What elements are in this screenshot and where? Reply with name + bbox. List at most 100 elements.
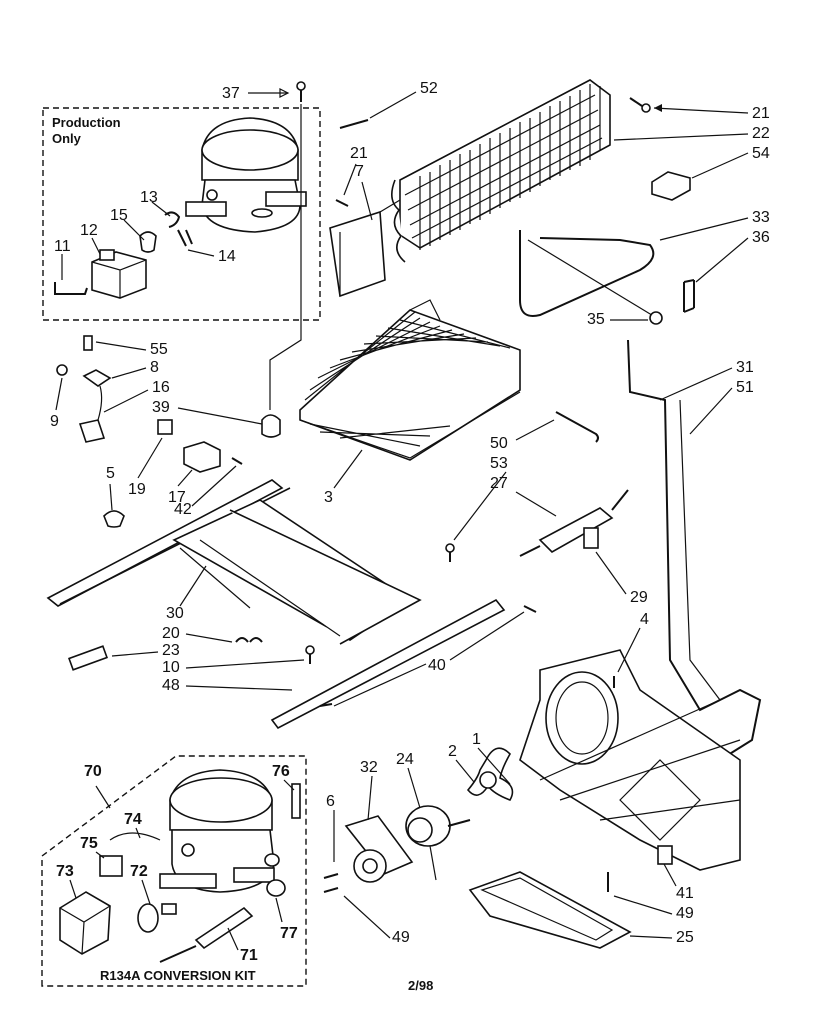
- callout-75: 75: [80, 835, 98, 852]
- callout-53: 53: [490, 455, 508, 472]
- condenser-bracket-7: [329, 199, 401, 298]
- part-15-grommet: [139, 231, 157, 253]
- callout-20: 20: [162, 625, 180, 642]
- callout-8: 8: [150, 359, 159, 376]
- part-21-screw-top: [629, 97, 651, 113]
- part-16-thermostat: [78, 385, 106, 443]
- callout-25: 25: [676, 929, 694, 946]
- part-8-bracket: [82, 369, 112, 387]
- frame-rails: [46, 479, 506, 730]
- part-35-grommet: [649, 311, 663, 325]
- production-only-box: Production Only: [42, 107, 321, 321]
- callout-19: 19: [128, 481, 146, 498]
- callout-5: 5: [106, 465, 115, 482]
- part-24-fan-motor: [405, 805, 471, 881]
- part-52-screw: [339, 119, 369, 129]
- callout-73: 73: [56, 863, 74, 880]
- part-73-cover: [59, 891, 111, 955]
- callout-1: 1: [472, 731, 481, 748]
- callout-29: 29: [630, 589, 648, 606]
- part-27-drier: [519, 489, 629, 557]
- callout-42: 42: [174, 501, 192, 518]
- callout-16: 16: [152, 379, 170, 396]
- callout-51: 51: [736, 379, 754, 396]
- callout-10: 10: [162, 659, 180, 676]
- part-36-clip: [683, 279, 695, 313]
- part-31-tube: [627, 339, 762, 761]
- part-21-screw-left: [335, 199, 349, 207]
- part-53-screw: [445, 543, 455, 562]
- callout-74: 74: [124, 811, 142, 828]
- production-title-line2: Only: [52, 131, 82, 146]
- part-76-tube: [291, 783, 301, 819]
- callout-31: 31: [736, 359, 754, 376]
- callout-32: 32: [360, 759, 378, 776]
- callout-37: 37: [222, 85, 240, 102]
- callout-22: 22: [752, 125, 770, 142]
- callout-21a: 21: [752, 105, 770, 122]
- drier-loop-33: [519, 230, 663, 325]
- part-5-clip: [103, 510, 125, 528]
- callout-40: 40: [428, 657, 446, 674]
- part-13-clip: [164, 211, 193, 247]
- part-49-screws-left: [323, 873, 339, 893]
- callout-11: 11: [54, 238, 71, 255]
- callout-54: 54: [752, 145, 770, 162]
- evaporator-coil: [299, 299, 521, 461]
- callout-4: 4: [640, 611, 649, 628]
- part-19-plug: [157, 419, 173, 435]
- callout-50: 50: [490, 435, 508, 452]
- part-12-relay: [91, 249, 147, 299]
- part-72-clip: [137, 903, 177, 933]
- part-55-screw: [83, 335, 93, 351]
- part-6-grommet: [353, 849, 387, 883]
- callout-13: 13: [140, 189, 158, 206]
- callout-70: 70: [84, 763, 102, 780]
- callout-17: 17: [168, 489, 186, 506]
- part-11-bracket: [54, 282, 88, 295]
- callout-71: 71: [240, 947, 258, 964]
- part-9-cap: [56, 364, 68, 376]
- callout-27: 27: [490, 475, 508, 492]
- part-17-relay: [183, 441, 221, 473]
- callout-24: 24: [396, 751, 414, 768]
- part-10-screw: [305, 645, 315, 664]
- condenser-coil: [391, 79, 611, 263]
- callout-52: 52: [420, 80, 438, 97]
- part-40-screws: [319, 605, 537, 707]
- callout-49b: 49: [676, 905, 694, 922]
- part-41-clip: [657, 845, 673, 865]
- callout-41: 41: [676, 885, 694, 902]
- part-37-screw: [296, 81, 306, 102]
- part-77-grommets: [264, 853, 286, 897]
- callout-72: 72: [130, 863, 148, 880]
- part-25-drain-pan: [468, 871, 632, 949]
- callout-23: 23: [162, 642, 180, 659]
- callout-12: 12: [80, 222, 98, 239]
- callout-2: 2: [448, 743, 457, 760]
- callout-36: 36: [752, 229, 770, 246]
- callout-14: 14: [218, 248, 236, 265]
- part-1-fan-blade: [466, 747, 514, 801]
- callout-48: 48: [162, 677, 180, 694]
- production-title-line1: Production: [52, 115, 121, 130]
- callout-21b: 21: [350, 145, 368, 162]
- footer-date: 2/98: [408, 978, 433, 993]
- callout-39: 39: [152, 399, 170, 416]
- part-23-spacer: [68, 645, 108, 671]
- part-71-drier: [159, 906, 254, 963]
- kit-title: R134A CONVERSION KIT: [100, 968, 256, 983]
- callout-7: 7: [355, 163, 364, 180]
- callout-9: 9: [50, 413, 59, 430]
- part-54-block: [651, 171, 691, 201]
- callout-77: 77: [280, 925, 298, 942]
- part-42-screw: [231, 457, 243, 465]
- callout-15: 15: [110, 207, 128, 224]
- callout-30: 30: [166, 605, 184, 622]
- callout-76: 76: [272, 763, 290, 780]
- callout-49a: 49: [392, 929, 410, 946]
- conversion-kit-box: R134A CONVERSION KIT: [41, 755, 307, 987]
- part-75-relay: [99, 855, 123, 877]
- compressor-kit: [159, 769, 275, 893]
